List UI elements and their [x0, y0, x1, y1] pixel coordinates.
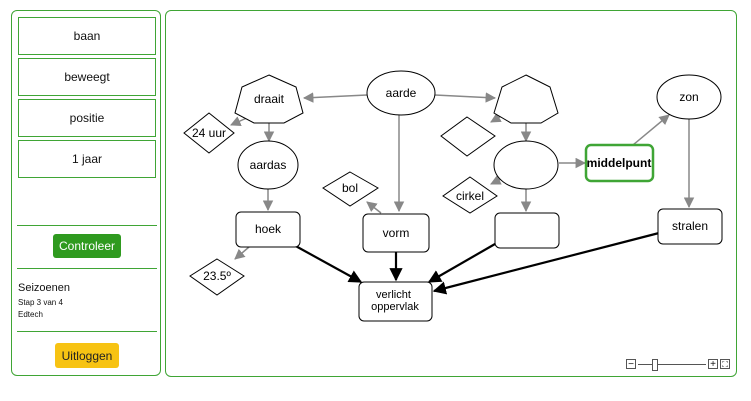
label-aarde: aarde — [386, 86, 417, 100]
node-empty-heptagon[interactable] — [493, 74, 559, 124]
node-draait[interactable] — [234, 74, 304, 124]
node-stralen[interactable] — [657, 208, 723, 245]
label-stralen: stralen — [672, 219, 708, 233]
label-draait: draait — [254, 92, 285, 106]
zoom-in-icon[interactable]: + — [708, 359, 718, 370]
node-aarde[interactable] — [366, 70, 436, 116]
node-empty-rect[interactable] — [494, 212, 560, 249]
node-empty-diamond[interactable] — [440, 116, 496, 157]
zoom-controls: − + ⛶ — [626, 359, 730, 371]
label-24-uur: 24 uur — [192, 126, 226, 140]
logout-button[interactable]: Uitloggen — [55, 343, 119, 368]
divider — [17, 331, 157, 332]
node-middelpunt[interactable] — [584, 143, 655, 183]
step-indicator: Stap 3 van 4 — [18, 298, 63, 307]
node-verlicht-oppervlak[interactable] — [358, 281, 433, 322]
term-baan[interactable]: baan — [18, 17, 156, 55]
node-aardas[interactable] — [237, 140, 299, 190]
node-empty-ellipse[interactable] — [493, 140, 559, 190]
label-middelpunt: middelpunt — [587, 156, 652, 170]
edge-rect-verlicht — [427, 243, 496, 283]
edge-stralen-verlicht — [432, 231, 660, 295]
label-zon: zon — [679, 90, 698, 104]
edge-aarde-draait — [302, 92, 368, 103]
term-1-jaar[interactable]: 1 jaar — [18, 140, 156, 178]
zoom-out-icon[interactable]: − — [626, 359, 636, 370]
concept-map-canvas[interactable]: aarde draait 24 uur aardas hoek 23.5º bo… — [165, 10, 737, 377]
edge-hoek-verlicht — [291, 243, 363, 283]
node-bol[interactable] — [322, 171, 379, 207]
node-vorm[interactable] — [362, 213, 430, 253]
node-24-uur[interactable] — [183, 112, 235, 154]
node-cirkel[interactable] — [442, 176, 498, 214]
node-graden[interactable] — [189, 258, 245, 296]
term-positie[interactable]: positie — [18, 99, 156, 137]
organization-label: Edtech — [18, 310, 43, 319]
edge-hoek-graden — [234, 246, 250, 260]
edge-middelpunt-zon — [632, 114, 670, 146]
label-graden: 23.5º — [203, 269, 231, 283]
main-arrows — [291, 231, 660, 295]
edge-aarde-heptagon — [434, 92, 497, 103]
sidebar: baan beweegt positie 1 jaar Controleer S… — [11, 10, 161, 376]
term-beweegt[interactable]: beweegt — [18, 58, 156, 96]
fit-screen-icon[interactable]: ⛶ — [720, 359, 730, 369]
label-vorm: vorm — [383, 226, 410, 240]
divider — [17, 225, 157, 226]
zoom-slider-handle[interactable] — [652, 359, 658, 371]
node-hoek[interactable] — [235, 211, 301, 248]
label-bol: bol — [342, 181, 358, 195]
divider — [17, 268, 157, 269]
node-zon[interactable] — [656, 74, 722, 120]
label-cirkel: cirkel — [456, 189, 484, 203]
zoom-slider-track[interactable] — [638, 364, 706, 365]
label-aardas: aardas — [250, 158, 287, 172]
concept-map: aarde draait 24 uur aardas hoek 23.5º bo… — [183, 70, 723, 322]
label-hoek: hoek — [255, 222, 282, 236]
edge-vorm-bol — [366, 201, 382, 214]
activity-title: Seizoenen — [18, 282, 70, 294]
check-button[interactable]: Controleer — [53, 234, 121, 258]
label-verlicht-oppervlak: verlicht oppervlak — [371, 289, 419, 313]
